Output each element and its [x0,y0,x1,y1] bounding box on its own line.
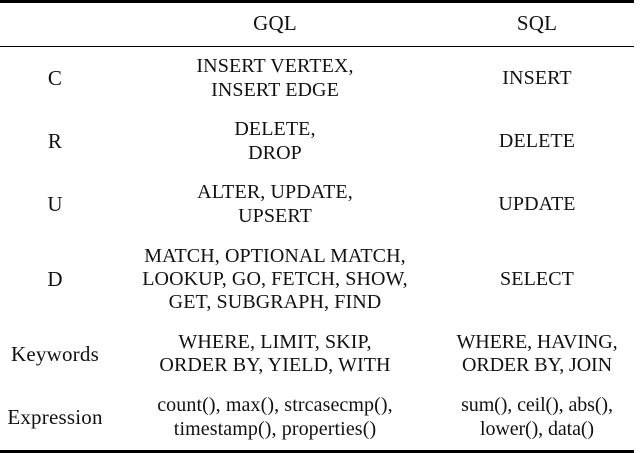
table-row: D MATCH, OPTIONAL MATCH, LOOKUP, GO, FET… [0,237,634,323]
cell-sql-c: INSERT [502,67,572,90]
table-body: C INSERT VERTEX, INSERT EDGE INSERT R DE… [0,46,634,453]
cell-gql-keywords: WHERE, LIMIT, SKIP, ORDER BY, YIELD, WIT… [159,330,391,377]
row-label-expression: Expression [0,385,110,453]
cell-sql-expression: sum(), ceil(), abs(), lower(), data() [440,385,634,453]
cell-gql-u: ALTER, UPDATE, UPSERT [197,181,353,227]
row-label-keywords: Keywords [11,341,99,366]
column-header-gql: GQL [110,0,440,47]
cell-sql-keywords: WHERE, HAVING, ORDER BY, JOIN [456,330,618,377]
cell-gql-r: DELETE, DROP [234,118,316,164]
cell-gql-d: MATCH, OPTIONAL MATCH, LOOKUP, GO, FETCH… [142,244,408,314]
column-header-blank [0,0,110,47]
cell-gql-expression: count(), max(), strcasecmp(), timestamp(… [110,385,440,453]
cell-sql-d: SELECT [500,268,574,291]
cell-sql-r: DELETE [498,130,576,153]
table-row: U ALTER, UPDATE, UPSERT UPDATE [0,173,634,237]
table-row: C INSERT VERTEX, INSERT EDGE INSERT [0,46,634,111]
header-row: GQL SQL [0,0,634,47]
table-row: Keywords WHERE, LIMIT, SKIP, ORDER BY, Y… [0,323,634,386]
cell-sql-u: UPDATE [498,193,576,216]
table-row: Expression count(), max(), strcasecmp(),… [0,385,634,453]
row-label-c: C [47,66,63,91]
row-label-d: D [47,267,63,292]
table-header: GQL SQL [0,0,634,47]
cell-gql-c: INSERT VERTEX, INSERT EDGE [196,55,354,101]
row-label-r: R [47,129,63,154]
row-label-u: U [47,192,63,217]
table-row: R DELETE, DROP DELETE [0,111,634,173]
column-header-sql: SQL [440,0,634,47]
